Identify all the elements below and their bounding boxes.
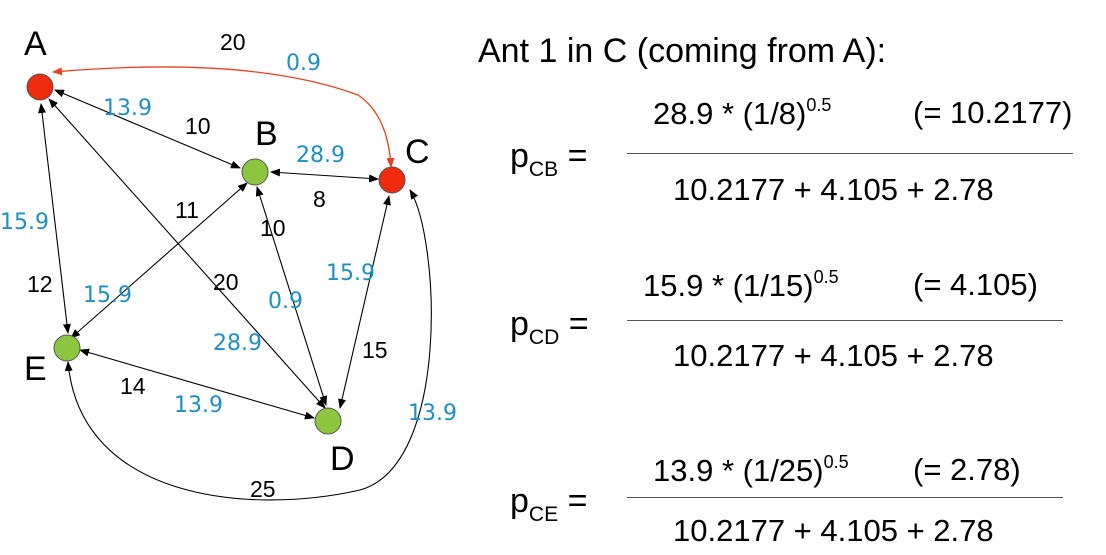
edge-c-d-pheromone: 15.9 — [326, 261, 375, 286]
prob-cb-fraction-bar — [627, 153, 1073, 154]
node-a-label: A — [24, 25, 47, 63]
edge-b-c — [270, 168, 379, 183]
prob-ce-label: pCE = — [510, 482, 588, 526]
edge-b-e-pheromone: 15.9 — [83, 283, 132, 308]
prob-ce-denominator: 10.2177 + 4.105 + 2.78 — [673, 513, 994, 548]
prob-ce-fraction-bar — [627, 497, 1063, 498]
edge-a-e-pheromone: 15.9 — [0, 210, 49, 235]
edge-b-d-pheromone: 0.9 — [268, 289, 303, 314]
edge-e-d-distance: 14 — [120, 373, 146, 399]
edge-a-d-pheromone: 28.9 — [213, 331, 262, 356]
edge-a-d-distance: 20 — [213, 269, 239, 295]
prob-cd-result: (= 4.105) — [913, 267, 1038, 302]
node-d — [314, 407, 342, 435]
prob-cd-label: pCD = — [510, 305, 589, 349]
edge-e-c — [64, 189, 432, 501]
edge-b-c-pheromone: 28.9 — [296, 143, 345, 168]
node-c-label: C — [405, 133, 430, 171]
prob-cd-denominator: 10.2177 + 4.105 + 2.78 — [673, 338, 994, 373]
edge-b-d-distance: 10 — [260, 215, 286, 241]
edge-b-c-distance: 8 — [313, 186, 326, 212]
edge-a-e-distance: 12 — [27, 271, 53, 297]
edge-b-e-distance: 11 — [175, 197, 199, 223]
node-c — [378, 166, 406, 194]
edge-b-e — [70, 182, 248, 339]
edge-a-b-pheromone: 13.9 — [103, 96, 152, 121]
ant-graph: A B C D E 20 10 8 12 11 20 10 15 14 25 0… — [0, 25, 457, 502]
edge-e-c-distance: 25 — [250, 476, 276, 502]
prob-cb-denominator: 10.2177 + 4.105 + 2.78 — [673, 172, 994, 207]
edge-a-c — [52, 66, 395, 168]
edge-a-b-distance: 10 — [185, 113, 211, 139]
prob-cd-numerator: 15.9 * (1/15)0.5 — [643, 267, 839, 303]
edge-a-c-distance: 20 — [220, 29, 246, 55]
prob-ce-result: (= 2.78) — [913, 452, 1021, 487]
prob-cb-result: (= 10.2177) — [913, 95, 1073, 130]
node-e — [53, 334, 81, 362]
prob-cd-fraction-bar — [627, 320, 1063, 321]
node-a — [26, 73, 54, 101]
edge-c-d-distance: 15 — [362, 337, 388, 363]
prob-cb-numerator: 28.9 * (1/8)0.5 — [653, 95, 832, 131]
node-d-label: D — [330, 440, 355, 478]
node-e-label: E — [24, 350, 47, 388]
node-b — [241, 158, 269, 186]
edge-a-c-pheromone: 0.9 — [286, 51, 321, 76]
page-title: Ant 1 in C (coming from A): — [478, 32, 887, 70]
edge-e-d-pheromone: 13.9 — [174, 393, 223, 418]
prob-ce-numerator: 13.9 * (1/25)0.5 — [653, 452, 849, 488]
prob-cb-label: pCB = — [510, 137, 588, 181]
edge-e-c-pheromone: 13.9 — [408, 401, 457, 426]
node-b-label: B — [255, 115, 278, 153]
edge-c-d — [338, 195, 391, 409]
